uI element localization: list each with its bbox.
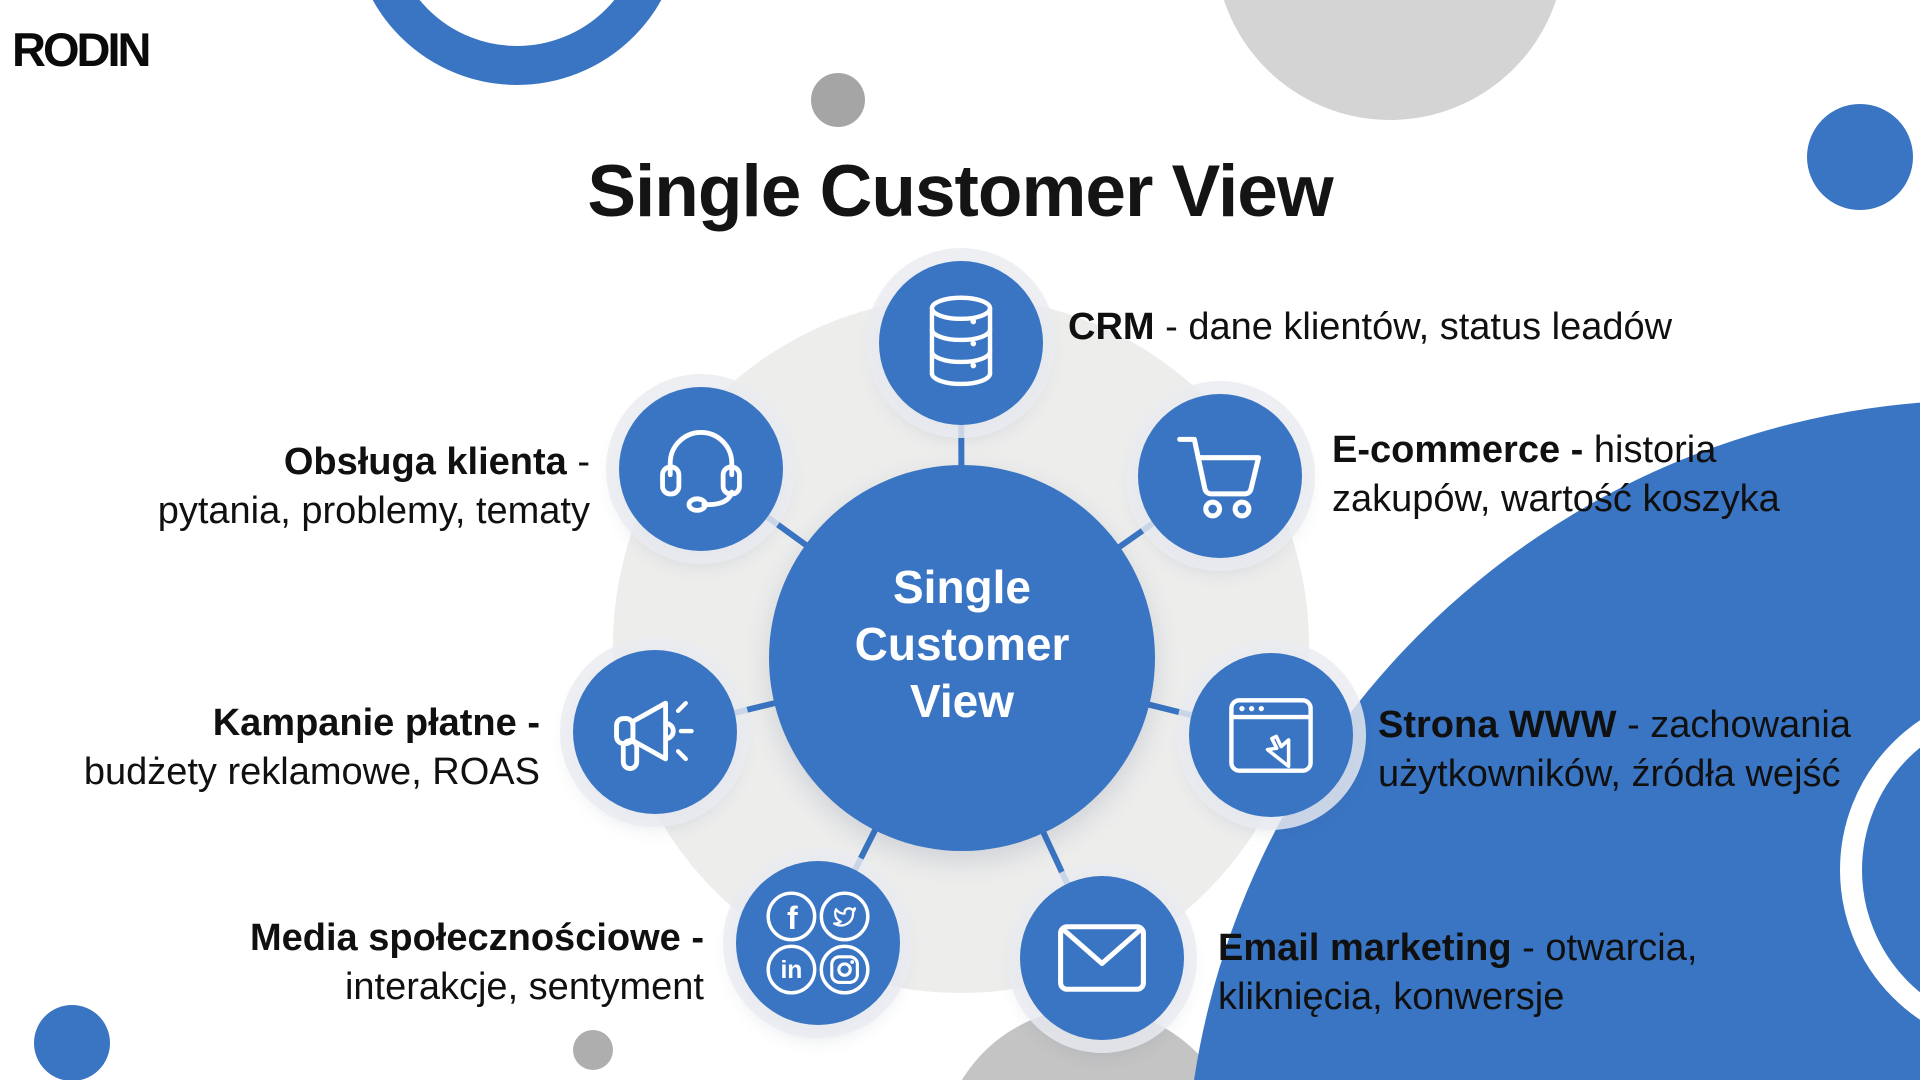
social-label-bold: Media społecznościowe - <box>250 917 704 959</box>
obsluga-label: Obsługa klienta - pytania, problemy, tem… <box>158 438 590 536</box>
social-media-icons: f in <box>766 891 870 995</box>
browser-cursor-icon <box>1229 697 1313 773</box>
decor-blue-circle-right <box>1807 104 1913 210</box>
node-www <box>1189 653 1353 817</box>
email-label-line2: kliknięcia, konwersje <box>1218 976 1565 1018</box>
shopping-cart-icon <box>1177 436 1262 519</box>
crm-label-rest: - dane klientów, status leadów <box>1154 306 1673 348</box>
decor-ring-top <box>352 0 682 85</box>
decor-gray-dot-bottom <box>573 1030 613 1070</box>
facebook-icon: f <box>787 900 798 936</box>
www-label-bold: Strona WWW <box>1378 704 1617 746</box>
ecommerce-label-line2: zakupów, wartość koszyka <box>1332 478 1780 520</box>
hub-single-customer-view: Single Customer View <box>769 465 1155 851</box>
ecommerce-label: E-commerce - historia zakupów, wartość k… <box>1332 426 1780 524</box>
decor-gray-circle-top-right <box>1215 0 1565 120</box>
social-label: Media społecznościowe - interakcje, sent… <box>250 914 704 1012</box>
linkedin-icon: in <box>780 957 802 984</box>
www-label: Strona WWW - zachowania użytkowników, źr… <box>1378 701 1851 799</box>
decor-gray-dot-top <box>811 73 865 127</box>
node-email <box>1020 876 1184 1040</box>
twitter-icon <box>832 907 857 927</box>
headset-icon <box>660 430 742 513</box>
www-label-rest: - zachowania <box>1616 704 1851 746</box>
hub-line-3: View <box>910 674 1014 727</box>
hub-line-1: Single <box>892 560 1032 613</box>
megaphone-icon <box>614 700 694 771</box>
decor-blue-circle-bottom-left <box>34 1005 110 1080</box>
ecommerce-label-rest: historia <box>1583 429 1717 471</box>
envelope-icon <box>1058 924 1146 992</box>
social-label-line2: interakcje, sentyment <box>344 966 704 1008</box>
obsluga-label-bold: Obsługa klienta <box>283 441 567 483</box>
obsluga-label-rest: - <box>566 441 590 483</box>
node-crm <box>879 261 1043 425</box>
email-label-bold: Email marketing <box>1218 927 1512 969</box>
node-social: f in <box>736 861 900 1025</box>
obsluga-label-line2: pytania, problemy, tematy <box>157 490 590 532</box>
crm-label-bold: CRM <box>1068 306 1155 348</box>
hub-line-2: Customer <box>854 617 1070 670</box>
kampanie-label-bold: Kampanie płatne - <box>212 702 540 744</box>
crm-label: CRM - dane klientów, status leadów <box>1068 303 1672 352</box>
database-icon <box>929 295 993 386</box>
node-ecommerce <box>1138 394 1302 558</box>
instagram-icon <box>830 955 859 984</box>
ecommerce-label-bold: E-commerce - <box>1332 429 1584 471</box>
kampanie-label-line2: budżety reklamowe, ROAS <box>83 751 540 793</box>
www-label-line2: użytkowników, źródła wejść <box>1378 753 1841 795</box>
email-label-rest: - otwarcia, <box>1511 927 1698 969</box>
rodin-logo: RODIN <box>12 23 151 76</box>
page-title: Single Customer View <box>587 151 1333 232</box>
kampanie-label: Kampanie płatne - budżety reklamowe, ROA… <box>84 699 540 797</box>
node-obsluga <box>619 387 783 551</box>
email-label: Email marketing - otwarcia, kliknięcia, … <box>1218 924 1697 1022</box>
node-kampanie <box>573 650 737 814</box>
